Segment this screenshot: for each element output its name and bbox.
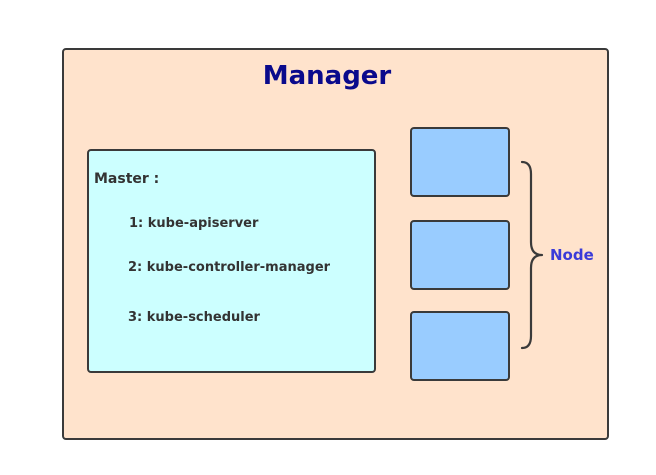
master-title: Master : [94,171,160,187]
node-box-3 [410,311,510,381]
component-kube-scheduler: 3: kube-scheduler [128,310,260,325]
node-brace-icon [520,160,544,350]
manager-title: Manager [262,61,392,91]
component-kube-apiserver: 1: kube-apiserver [129,216,259,231]
component-kube-controller-manager: 2: kube-controller-manager [128,260,331,275]
master-container [87,149,376,373]
node-label: Node [550,246,594,264]
node-box-2 [410,220,510,290]
node-box-1 [410,127,510,197]
